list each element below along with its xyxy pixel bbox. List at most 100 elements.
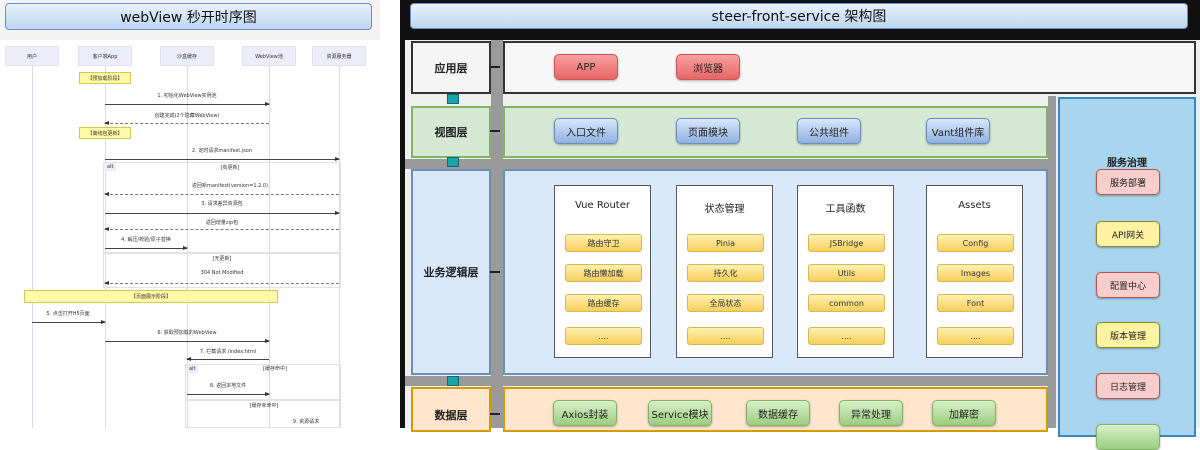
arrow <box>105 157 340 161</box>
layer-app-label: 应用层 <box>411 41 491 94</box>
lifeline <box>269 66 270 428</box>
governance-title: 服务治理 <box>1107 158 1147 169</box>
separator-row <box>405 159 1050 169</box>
alt-divider <box>185 399 341 401</box>
message: 8. 返回本地文件 <box>209 383 247 389</box>
arrow <box>105 246 188 250</box>
arrow <box>104 192 339 196</box>
message: 创建完成(2个隐藏WebView) <box>154 113 220 119</box>
message: 返回新manifest(version=1.2.0) <box>191 183 269 189</box>
group-item: Utils <box>808 264 885 282</box>
group-item: 路由缓存 <box>565 294 642 312</box>
arrow <box>104 281 339 285</box>
governance-item: API网关 <box>1096 221 1160 247</box>
logic-group-state: 状态管理 Pinia 持久化 全局状态 .... <box>676 185 773 358</box>
message: 返回增量zip包 <box>205 220 239 226</box>
group-item: .... <box>937 327 1014 345</box>
arrow <box>105 339 270 343</box>
message: 2. 定时请求manifest.json <box>191 148 253 154</box>
logic-group-utils: 工具函数 JSBridge Utils common .... <box>797 185 894 358</box>
layer-logic-label: 业务逻辑层 <box>411 169 491 375</box>
separator-column <box>1048 96 1056 428</box>
architecture-title: steer-front-service 架构图 <box>410 3 1188 29</box>
group-item: Config <box>937 234 1014 252</box>
message: 5. 点击打开H5页面 <box>46 311 90 317</box>
right-border <box>400 40 405 428</box>
arrow-left-icon <box>490 413 500 415</box>
governance-item: 服务部署 <box>1096 169 1160 195</box>
message: 4. 解压/校验/原子替换 <box>121 237 171 243</box>
note-page-display: 【页面展示阶段】 <box>24 290 278 303</box>
separator-row <box>405 376 1050 386</box>
logic-group-vue-router: Vue Router 路由守卫 路由懒加载 路由缓存 .... <box>554 185 651 358</box>
group-title: Vue Router <box>575 200 630 211</box>
lifeline <box>339 66 340 428</box>
condition: [无更新] <box>212 256 232 262</box>
data-item: Service模块 <box>648 400 712 426</box>
participant-app: 客户端App <box>78 46 132 66</box>
alt-label: alt <box>186 365 199 373</box>
lifeline <box>105 66 106 428</box>
message: 3. 请求差异资源包 <box>201 201 243 207</box>
arrow <box>104 227 339 231</box>
group-item: 路由守卫 <box>565 234 642 252</box>
arrow-left-icon <box>490 130 500 132</box>
layer-data-label: 数据层 <box>411 387 491 432</box>
group-title: 工具函数 <box>825 204 866 215</box>
group-title: Assets <box>958 200 991 211</box>
arrow-left-icon <box>490 66 500 68</box>
message: 7. 拦截请求 /index.html <box>199 349 257 355</box>
participant-sandbox: 沙盒缓存 <box>160 46 214 66</box>
view-item: 公共组件 <box>797 118 861 144</box>
view-item: 入口文件 <box>554 118 618 144</box>
message: 6. 获取预加载的WebView <box>157 330 217 336</box>
data-item: Axios封装 <box>553 400 617 426</box>
participant-user: 用户 <box>5 46 59 66</box>
group-item: .... <box>687 327 764 345</box>
arrow-left-icon <box>490 271 500 273</box>
group-item: common <box>808 294 885 312</box>
data-item: 异常处理 <box>839 400 903 426</box>
connector-icon <box>447 376 459 386</box>
arrow <box>105 102 270 106</box>
sequence-diagram-title: webView 秒开时序图 <box>5 3 372 30</box>
arrow <box>186 357 269 361</box>
logic-group-assets: Assets Config Images Font .... <box>926 185 1023 358</box>
arrow <box>32 320 106 324</box>
layer-view-label: 视图层 <box>411 106 491 158</box>
condition: [缓存未命中] <box>249 403 279 409</box>
lifeline <box>32 66 33 428</box>
group-item: Font <box>937 294 1014 312</box>
alt-label: alt <box>104 163 117 171</box>
condition: [有更新] <box>220 165 240 171</box>
group-item: Pinia <box>687 234 764 252</box>
separator-column <box>491 40 503 428</box>
note-offline-update: 【离线包更新】 <box>79 127 131 139</box>
group-item: 持久化 <box>687 264 764 282</box>
arrow <box>104 121 269 125</box>
condition: [缓存命中] <box>263 366 287 372</box>
governance-item: 版本管理 <box>1096 322 1160 348</box>
connector-icon <box>447 157 459 167</box>
group-item: .... <box>808 327 885 345</box>
group-item: 路由懒加载 <box>565 264 642 282</box>
message: 9. 资源请求 <box>292 419 320 425</box>
alt-frame <box>103 162 341 288</box>
note-preload: 【预加载阶段】 <box>79 72 131 84</box>
arrow <box>187 392 270 396</box>
group-item: Images <box>937 264 1014 282</box>
data-item: 数据缓存 <box>746 400 810 426</box>
arrow <box>105 211 340 215</box>
participant-resource-server: 资源服务器 <box>312 46 366 66</box>
data-item: 加解密 <box>932 400 996 426</box>
connector-icon <box>447 94 459 104</box>
group-item: 全局状态 <box>687 294 764 312</box>
group-item: JSBridge <box>808 234 885 252</box>
app-item: 浏览器 <box>676 54 740 80</box>
message: 1. 初始化WebView实例池 <box>157 93 217 99</box>
participant-webview-pool: WebView池 <box>242 46 296 66</box>
governance-item: 配置中心 <box>1096 272 1160 298</box>
governance-item: 日志管理 <box>1096 373 1160 399</box>
alt-divider <box>103 252 341 254</box>
app-item: APP <box>554 54 618 80</box>
